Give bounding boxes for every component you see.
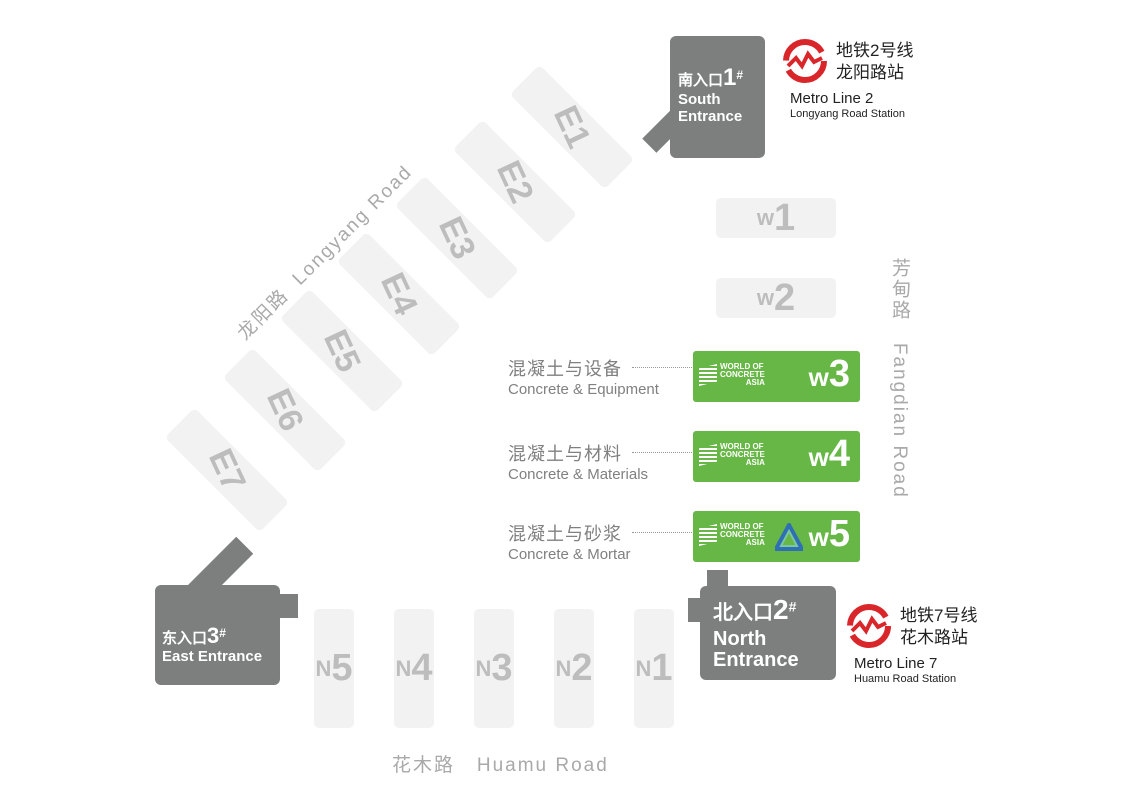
hall-label: N xyxy=(475,655,492,681)
hall-label: w xyxy=(808,362,829,392)
hall-number: 2 xyxy=(571,647,593,689)
hall-number: 4 xyxy=(411,647,433,689)
east-entrance[interactable]: 东入口3# East Entrance xyxy=(155,585,280,685)
hall-label: N xyxy=(635,655,652,681)
hall-number: 5 xyxy=(331,647,353,689)
hall-number: 1 xyxy=(773,196,796,239)
hall-number: 3 xyxy=(491,647,513,689)
hall-number: 3 xyxy=(828,353,850,395)
road-huamu: 花木路 Huamu Road xyxy=(392,755,609,776)
hall-label: w xyxy=(756,205,774,230)
shanghai-metro-icon xyxy=(847,604,891,648)
hall-label: N xyxy=(555,655,572,681)
hall-label: N xyxy=(395,655,412,681)
leader-line xyxy=(632,367,692,368)
hall-number: 5 xyxy=(828,513,850,555)
road-fangdian: 芳甸路 Fangdian Road xyxy=(889,258,910,499)
hall-number: 1 xyxy=(651,647,673,689)
triangle-logo-icon xyxy=(775,523,803,551)
hall-label: w xyxy=(756,285,774,310)
shanghai-metro-icon xyxy=(783,39,827,83)
hall-label: N xyxy=(315,655,332,681)
hall-number: 4 xyxy=(828,433,850,475)
east-entrance-tab xyxy=(278,594,298,618)
hall-label: w xyxy=(808,522,829,552)
leader-line xyxy=(632,452,692,453)
leader-line xyxy=(632,532,692,533)
hall-number: 2 xyxy=(773,276,796,319)
hall-label: w xyxy=(808,442,829,472)
